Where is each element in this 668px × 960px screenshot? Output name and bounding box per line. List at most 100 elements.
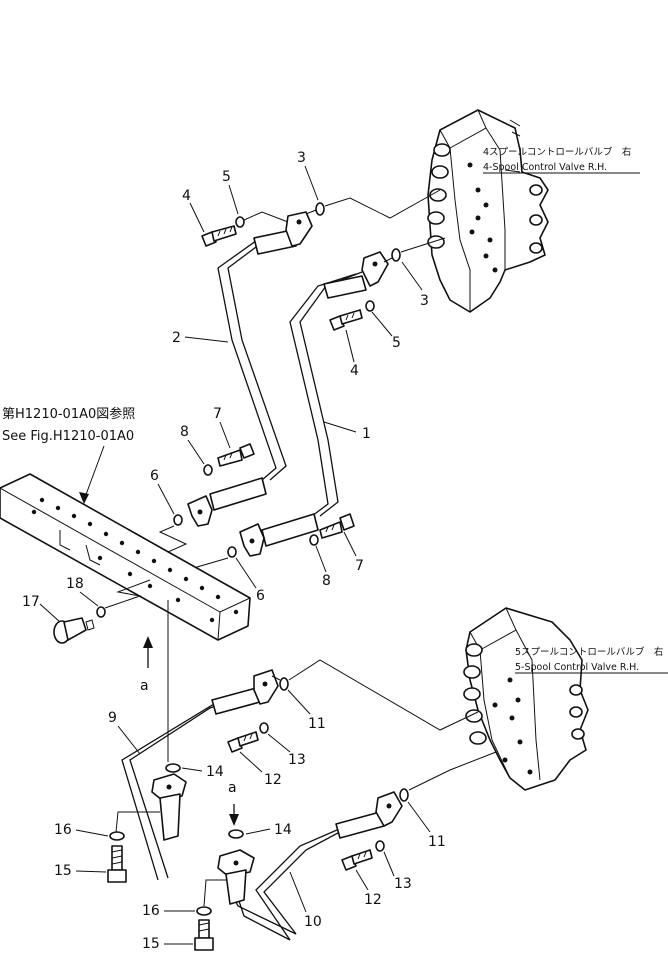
valve-4-label-ja: 4スプールコントロールバルブ 右 xyxy=(483,146,631,158)
reference-arrowhead xyxy=(79,492,89,504)
leader-13-lower xyxy=(383,851,395,877)
callout-6-lower: 6 xyxy=(256,588,265,604)
washer-8-lower xyxy=(309,534,319,546)
leader-5-top xyxy=(228,184,239,215)
callout-8-lower: 8 xyxy=(322,573,331,589)
leader-17 xyxy=(39,603,61,623)
leader-12-lower xyxy=(355,869,369,891)
leader-5-mid xyxy=(371,311,393,337)
leader-6-upper xyxy=(157,483,175,515)
bolt-7-upper xyxy=(217,443,255,467)
o-ring-3-mid xyxy=(391,248,401,262)
view-arrowhead-a-lower xyxy=(229,814,239,826)
washer-5-mid xyxy=(365,300,375,312)
callout-14-upper: 14 xyxy=(206,764,224,780)
leader-18-block xyxy=(104,579,151,609)
four-spool-control-valve xyxy=(427,109,549,313)
o-ring-14-upper xyxy=(165,763,181,773)
hose-2 xyxy=(217,229,305,481)
leader-11-lower xyxy=(407,801,431,833)
leader-10 xyxy=(289,871,307,913)
callout-3-mid: 3 xyxy=(420,293,429,309)
callout-17: 17 xyxy=(22,594,40,610)
callout-7-lower: 7 xyxy=(355,558,364,574)
leader-4-mid xyxy=(345,329,355,363)
callout-4-top: 4 xyxy=(182,188,191,204)
leader-9 xyxy=(117,725,141,755)
washer-13-upper xyxy=(259,722,269,734)
o-ring-6-lower xyxy=(227,546,237,558)
callout-11-lower: 11 xyxy=(428,834,446,850)
flange-hose-2-bottom xyxy=(187,477,267,527)
o-ring-18 xyxy=(96,606,106,618)
callout-15-upper: 15 xyxy=(54,863,72,879)
washer-13-lower xyxy=(375,840,385,852)
leader-8-lower xyxy=(315,545,327,573)
flange-hose-2-top xyxy=(253,211,313,255)
leader-7-upper xyxy=(219,421,231,449)
bolt-15-upper xyxy=(107,845,127,883)
callout-16-upper: 16 xyxy=(54,822,72,838)
callout-11-upper: 11 xyxy=(308,716,326,732)
leader-14-lower xyxy=(245,828,271,835)
callout-5-mid: 5 xyxy=(392,335,401,351)
leader-bolt-4-top xyxy=(243,211,289,223)
callout-15-lower: 15 xyxy=(142,936,160,952)
o-ring-14-lower xyxy=(228,829,244,839)
callout-12-upper: 12 xyxy=(264,772,282,788)
leader-11-upper xyxy=(287,689,311,715)
view-label-a-upper: a xyxy=(140,678,149,694)
bolt-12-upper xyxy=(227,731,259,753)
callout-14-lower: 14 xyxy=(274,822,292,838)
plug-17 xyxy=(53,617,95,644)
flange-hose-9-bottom xyxy=(151,773,187,841)
flange-hose-9-top xyxy=(211,669,279,715)
hose-10 xyxy=(229,817,367,941)
leader-hose-1-to-valve xyxy=(383,237,446,263)
flange-hose-1-top xyxy=(323,251,389,299)
view-arrowhead-a-upper xyxy=(143,636,153,648)
leader-hose-9-to-valve xyxy=(271,659,479,731)
leader-3-mid xyxy=(401,261,423,291)
leader-3-top xyxy=(304,165,319,201)
hose-1 xyxy=(289,271,363,517)
callout-16-lower: 16 xyxy=(142,903,160,919)
reference-note-en: See Fig.H1210-01A0 xyxy=(2,429,134,444)
bolt-12-lower xyxy=(341,849,373,871)
callout-13-upper: 13 xyxy=(288,752,306,768)
o-ring-11-lower xyxy=(399,788,409,802)
callout-7-upper: 7 xyxy=(213,406,222,422)
callout-8-upper: 8 xyxy=(180,424,189,440)
view-label-a-lower: a xyxy=(228,780,237,796)
washer-5-top xyxy=(235,216,245,228)
bolt-15-lower xyxy=(194,919,214,951)
valve-4-label-en: 4-Spool Control Valve R.H. xyxy=(483,162,607,173)
bolt-4-top xyxy=(201,225,237,247)
o-ring-11-upper xyxy=(279,677,289,691)
callout-2: 2 xyxy=(172,330,181,346)
callout-5-top: 5 xyxy=(222,169,231,185)
manifold-block xyxy=(0,473,251,641)
flange-hose-10-top xyxy=(335,791,403,839)
o-ring-6-upper xyxy=(173,514,183,526)
five-spool-control-valve xyxy=(463,607,589,791)
leader-12-upper xyxy=(239,751,263,773)
leader-7-lower xyxy=(343,531,357,557)
leader-hose-2-to-valve xyxy=(305,189,441,219)
bolt-4-mid xyxy=(329,309,363,331)
leader-13-upper xyxy=(267,733,291,753)
flange-hose-1-bottom xyxy=(239,513,319,557)
callout-1: 1 xyxy=(362,426,371,442)
reference-note-ja: 第H1210-01A0図参照 xyxy=(2,406,135,422)
leader-1 xyxy=(323,421,357,433)
washer-16-upper xyxy=(109,831,125,841)
valve-5-label-en: 5-Spool Control Valve R.H. xyxy=(515,662,639,673)
callout-13-lower: 13 xyxy=(394,876,412,892)
washer-16-lower xyxy=(196,906,212,916)
flange-hose-10-bottom xyxy=(217,849,255,905)
leader-15-upper xyxy=(75,870,107,873)
leader-4-top xyxy=(189,202,205,233)
leader-16-upper xyxy=(75,829,109,837)
callout-6-upper: 6 xyxy=(150,468,159,484)
